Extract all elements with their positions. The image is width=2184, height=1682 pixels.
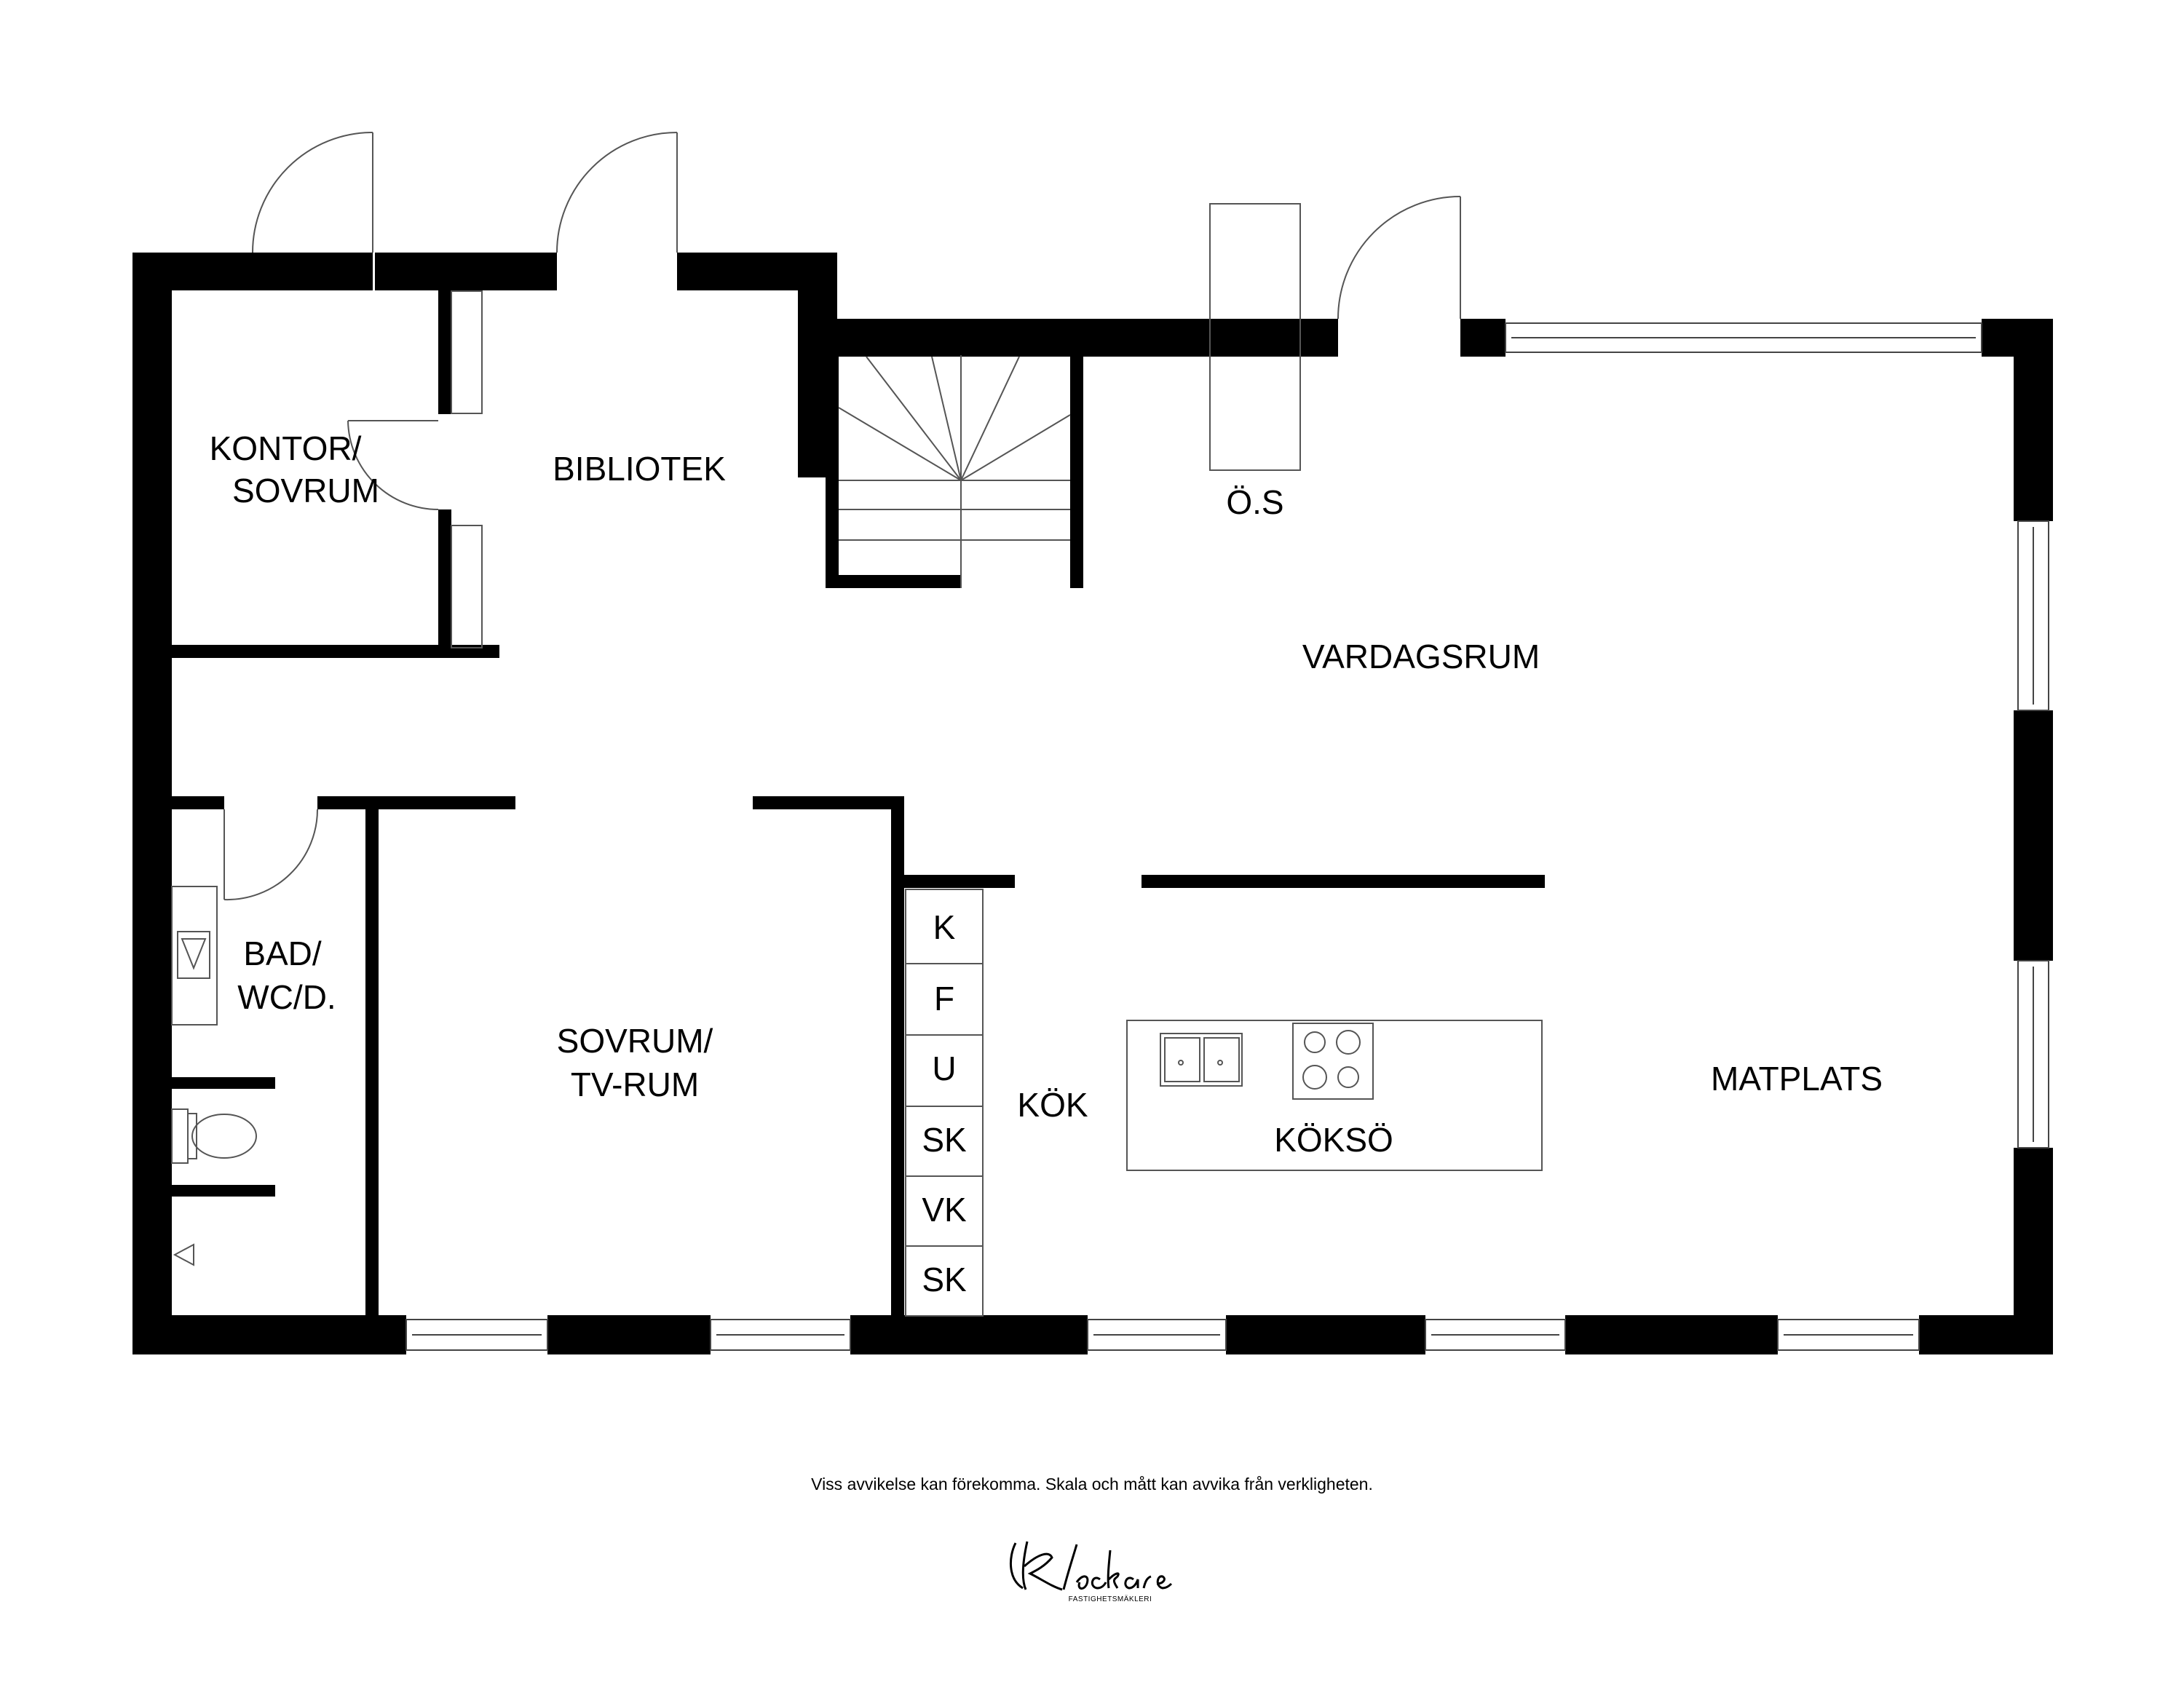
bath-fixtures bbox=[171, 886, 257, 1266]
door-vardagsrum-exterior[interactable] bbox=[1337, 196, 1461, 320]
interior-walls bbox=[172, 289, 1545, 1316]
brand-logo: FASTIGHETSMÄKLERI bbox=[1009, 1541, 1173, 1603]
room-label-kokso: KÖKSÖ bbox=[1274, 1121, 1393, 1159]
shower-drain-icon bbox=[173, 1243, 194, 1266]
room-label-os: Ö.S bbox=[1226, 483, 1283, 521]
room-label-bad-1: BAD/ bbox=[243, 935, 322, 972]
door-bath[interactable] bbox=[223, 809, 318, 901]
room-label-bad-2: WC/D. bbox=[237, 978, 336, 1016]
appliance-label: U bbox=[932, 1050, 956, 1087]
appliance-label: VK bbox=[922, 1191, 967, 1229]
room-label-kontor-2: SOVRUM bbox=[232, 472, 379, 509]
toilet-icon bbox=[171, 1108, 257, 1164]
doors bbox=[223, 132, 1461, 901]
room-label-kontor-1: KONTOR/ bbox=[210, 429, 362, 467]
outer-walls bbox=[132, 253, 2053, 1354]
room-labels: KONTOR/ SOVRUM BIBLIOTEK Ö.S VARDAGSRUM … bbox=[210, 429, 1883, 1159]
room-label-sovrum-2: TV-RUM bbox=[571, 1066, 699, 1103]
cooktop-icon bbox=[1292, 1023, 1374, 1100]
kitchen-island bbox=[1126, 1020, 1543, 1171]
door-kontor-exterior[interactable] bbox=[252, 132, 373, 253]
room-label-kok: KÖK bbox=[1017, 1086, 1088, 1124]
windows bbox=[405, 322, 2049, 1351]
room-label-bibliotek: BIBLIOTEK bbox=[553, 450, 726, 488]
double-sink-icon bbox=[1160, 1033, 1243, 1087]
appliance-label: K bbox=[933, 908, 956, 946]
kitchen-cabinets bbox=[905, 889, 984, 1317]
room-label-vardagsrum: VARDAGSRUM bbox=[1302, 638, 1540, 675]
fireplace bbox=[1209, 203, 1301, 471]
room-label-matplats: MATPLATS bbox=[1711, 1060, 1883, 1098]
room-label-sovrum-1: SOVRUM/ bbox=[557, 1022, 713, 1060]
disclaimer-text: Viss avvikelse kan förekomma. Skala och … bbox=[811, 1475, 1373, 1493]
logo-tagline: FASTIGHETSMÄKLERI bbox=[1069, 1595, 1152, 1603]
door-bibliotek-exterior[interactable] bbox=[556, 132, 678, 253]
appliance-label: SK bbox=[922, 1121, 967, 1159]
appliance-labels: K F U SK VK SK bbox=[922, 908, 967, 1298]
appliance-label: F bbox=[934, 980, 954, 1017]
appliance-label: SK bbox=[922, 1261, 967, 1298]
staircase bbox=[838, 355, 1071, 588]
sink-icon bbox=[171, 886, 218, 1026]
door-kontor-interior[interactable] bbox=[347, 290, 483, 648]
